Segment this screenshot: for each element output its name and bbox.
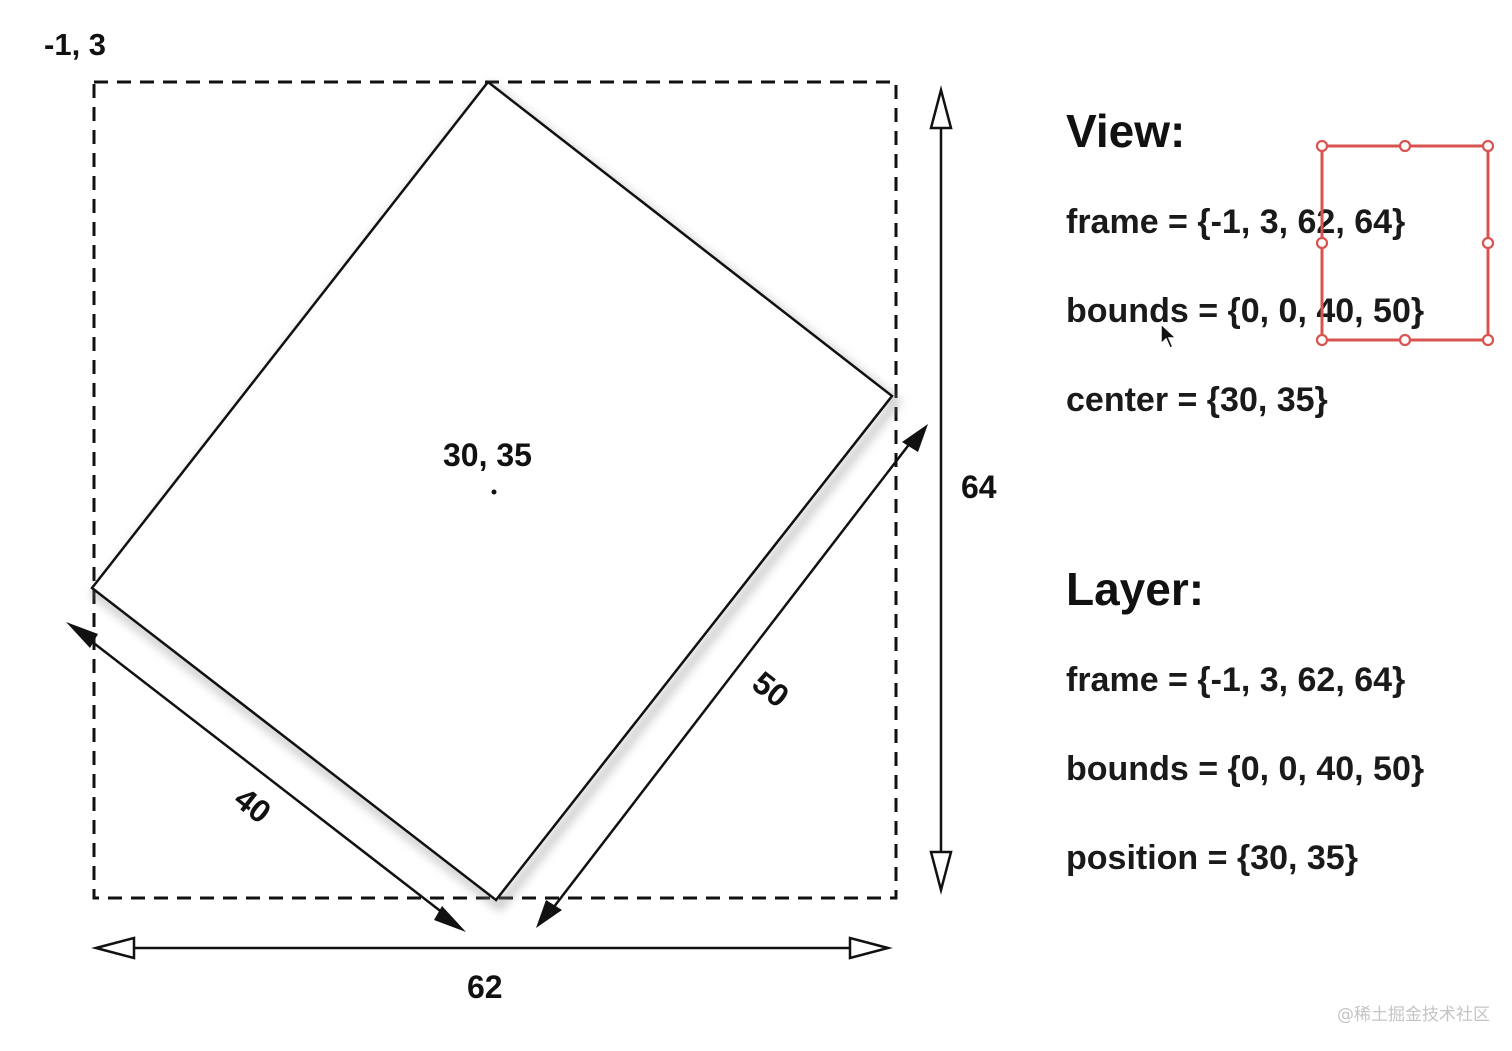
- view-center-text: center = {30, 35}: [1066, 381, 1328, 419]
- frame-rectangle: [92, 80, 898, 900]
- selection-resize-handles[interactable]: [1315, 139, 1495, 347]
- height-dimension-arrow: [929, 85, 953, 895]
- layer-heading: Layer:: [1066, 563, 1205, 615]
- layer-bounds-text: bounds = {0, 0, 40, 50}: [1066, 750, 1425, 788]
- width-dimension-arrow: [91, 936, 893, 960]
- resize-handle-top-right[interactable]: [1481, 139, 1495, 153]
- corner-origin-label: -1, 3: [44, 27, 106, 62]
- side-40-label: 40: [228, 780, 278, 830]
- selection-box-border[interactable]: [1320, 144, 1490, 342]
- side-50-dimension-arrow: [536, 424, 928, 928]
- resize-handle-top[interactable]: [1398, 139, 1412, 153]
- resize-handle-bottom-left[interactable]: [1315, 333, 1329, 347]
- side-40-dimension-arrow: [66, 622, 466, 932]
- resize-handle-right[interactable]: [1481, 236, 1495, 250]
- resize-handle-bottom[interactable]: [1398, 333, 1412, 347]
- view-heading: View:: [1066, 105, 1186, 157]
- mouse-cursor-icon: [1160, 322, 1178, 349]
- view-bounds-text: bounds = {0, 0, 40, 50}: [1066, 292, 1425, 330]
- resize-handle-top-left[interactable]: [1315, 139, 1329, 153]
- side-50-label: 50: [746, 664, 796, 714]
- layer-frame-text: frame = {-1, 3, 62, 64}: [1066, 661, 1406, 699]
- resize-handle-bottom-right[interactable]: [1481, 333, 1495, 347]
- center-coordinate-label: 30, 35: [443, 437, 532, 473]
- center-point: [491, 489, 497, 495]
- selection-box[interactable]: [1310, 134, 1506, 350]
- width-value-label: 62: [467, 969, 503, 1005]
- layer-position-text: position = {30, 35}: [1066, 839, 1358, 877]
- watermark: @稀土掘金技术社区: [1337, 1005, 1490, 1025]
- height-value-label: 64: [961, 469, 997, 505]
- view-frame-text: frame = {-1, 3, 62, 64}: [1066, 203, 1406, 241]
- resize-handle-left[interactable]: [1315, 236, 1329, 250]
